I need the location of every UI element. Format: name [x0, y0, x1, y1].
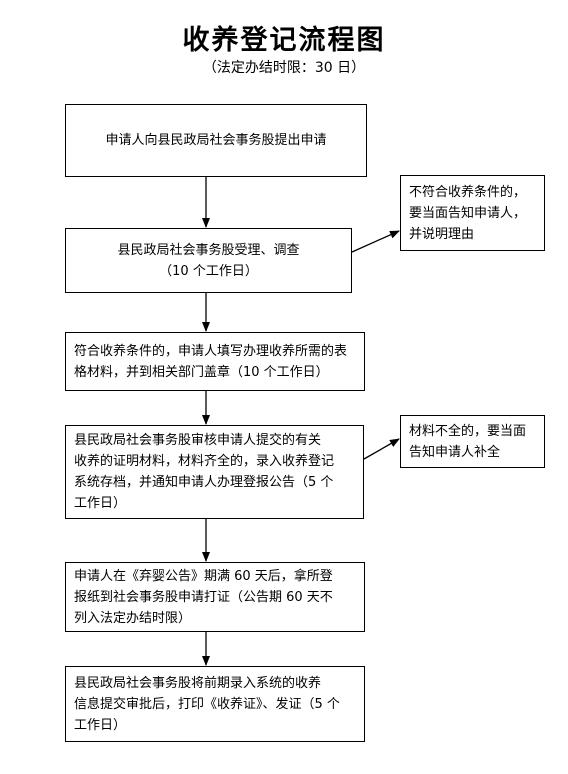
arrow-step2-to-note1: [351, 230, 400, 253]
flow-step-2-line-1: 县民政局社会事务股受理、调查: [117, 242, 300, 258]
side-note-2-line-1: 材料不全的，要当面: [409, 423, 527, 439]
flow-step-3-fill-forms: 符合收养条件的，申请人填写办理收养所需的表 格材料，并到相关部门盖章（10 个工…: [65, 332, 365, 391]
page-subtitle: （法定办结时限：30 日）: [202, 60, 366, 76]
flow-step-2-accept-investigate: 县民政局社会事务股受理、调查 （10 个工作日）: [65, 228, 352, 293]
flow-step-1-line-1: 申请人向县民政局社会事务股提出申请: [105, 133, 327, 148]
side-note-1-line-1: 不符合收养条件的，: [409, 184, 527, 200]
side-note-not-eligible: 不符合收养条件的， 要当面告知申请人， 并说明理由: [400, 175, 545, 251]
side-note-1-line-3: 并说明理由: [409, 226, 475, 242]
flow-step-4-line-1: 县民政局社会事务股审核申请人提交的有关: [74, 433, 322, 448]
flow-step-4-line-4: 工作日）: [74, 496, 127, 511]
flow-step-3-line-2: 格材料，并到相关部门盖章（10 个工作日）: [74, 364, 329, 380]
flow-step-5-line-2: 报纸到社会事务股申请打证（公告期 60 天不: [74, 589, 333, 605]
flow-step-6-line-3: 工作日）: [74, 717, 127, 733]
flow-step-3-line-1: 符合收养条件的，申请人填写办理收养所需的表: [74, 343, 348, 359]
flow-step-4-line-3: 系统存档，并通知申请人办理登报公告（5 个: [74, 475, 334, 490]
side-note-1-line-2: 要当面告知申请人，: [409, 205, 527, 221]
flow-step-4-review-materials: 县民政局社会事务股审核申请人提交的有关 收养的证明材料，材料齐全的，录入收养登记…: [65, 425, 364, 519]
flow-step-5-line-3: 列入法定办结时限）: [74, 610, 192, 626]
page-title: 收养登记流程图: [182, 25, 386, 56]
side-note-2-line-2: 告知申请人补全: [409, 444, 501, 460]
flow-step-5-line-1: 申请人在《弃婴公告》期满 60 天后，拿所登: [74, 568, 333, 584]
flow-step-4-line-2: 收养的证明材料，材料齐全的，录入收养登记: [74, 454, 335, 469]
side-note-incomplete-materials: 材料不全的，要当面 告知申请人补全: [400, 415, 545, 468]
flow-step-5-apply-certificate: 申请人在《弃婴公告》期满 60 天后，拿所登 报纸到社会事务股申请打证（公告期 …: [65, 562, 365, 632]
arrow-step4-to-note2: [363, 438, 400, 460]
flow-step-6-issue-certificate: 县民政局社会事务股将前期录入系统的收养 信息提交审批后，打印《收养证》、发证（5…: [65, 666, 365, 742]
flow-step-6-line-2: 信息提交审批后，打印《收养证》、发证（5 个: [74, 696, 340, 712]
flow-step-2-line-2: （10 个工作日）: [159, 263, 258, 279]
flow-step-6-line-1: 县民政局社会事务股将前期录入系统的收养: [74, 675, 322, 691]
flow-step-1-apply: 申请人向县民政局社会事务股提出申请: [65, 104, 367, 177]
